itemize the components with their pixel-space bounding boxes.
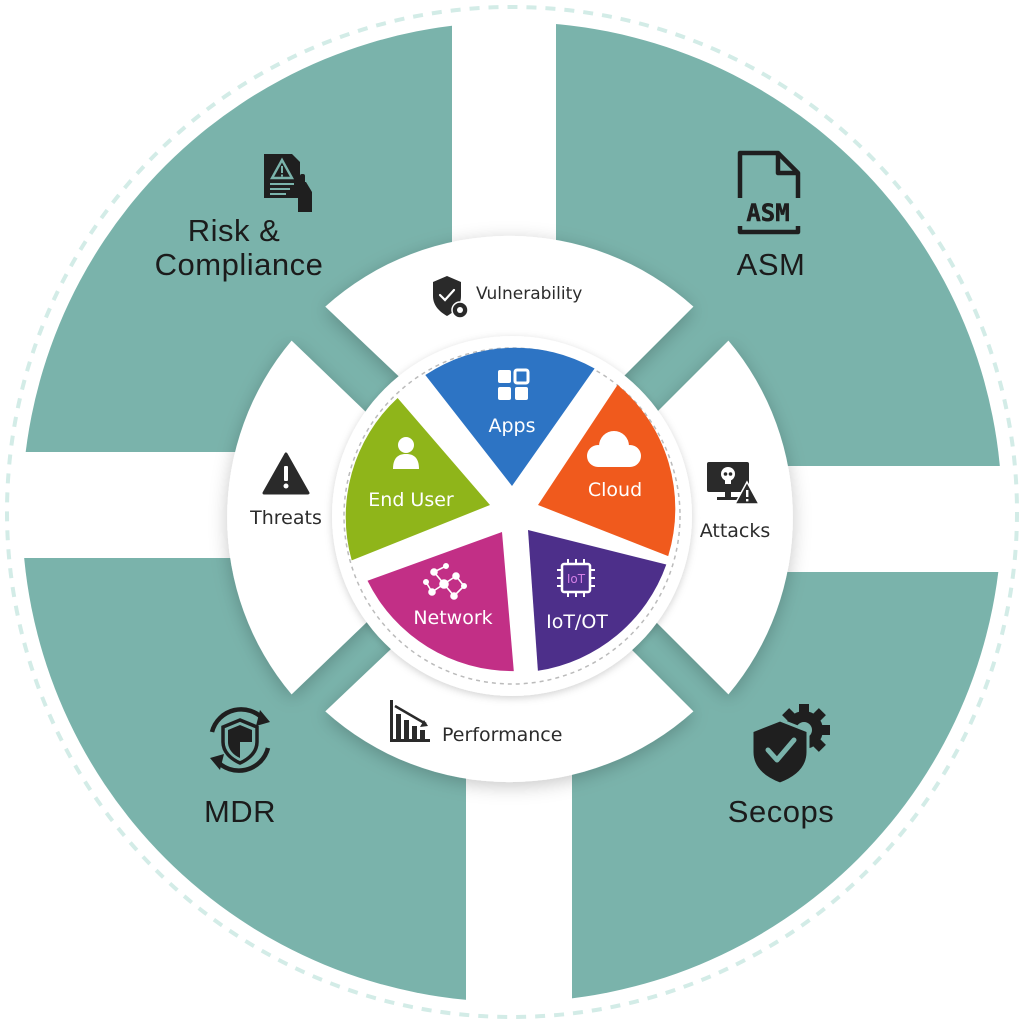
cloud-icon	[587, 431, 641, 467]
segment-apps	[425, 347, 595, 486]
shield-refresh-icon	[209, 707, 271, 773]
grid-apps-icon	[498, 368, 530, 400]
sector-threats	[227, 340, 394, 695]
segment-network	[367, 532, 514, 672]
shield-check-gear-icon	[433, 276, 469, 319]
network-nodes-icon	[422, 562, 467, 600]
risk-compliance-label-line1: Risk &	[188, 213, 281, 248]
user-icon	[393, 437, 419, 469]
secops-label: Secops	[728, 794, 834, 829]
cloud-label: Cloud	[588, 479, 642, 501]
end-user-label: End User	[368, 489, 454, 511]
performance-label: Performance	[442, 724, 562, 746]
declining-chart-icon	[390, 700, 430, 742]
vulnerability-label: Vulnerability	[476, 284, 582, 304]
attacks-label: Attacks	[700, 520, 771, 542]
risk-document-icon	[264, 154, 312, 212]
network-label: Network	[413, 607, 492, 629]
monitor-skull-icon	[707, 462, 761, 505]
warning-triangle-icon	[262, 452, 310, 495]
chip-text: IoT	[567, 572, 586, 586]
iot-label: IoT/OT	[546, 611, 608, 633]
segment-cloud	[538, 384, 676, 557]
svg-text:ASM: ASM	[746, 199, 789, 227]
chip-icon: IoT	[557, 559, 595, 597]
apps-label: Apps	[488, 415, 535, 437]
asm-label: ASM	[737, 247, 806, 282]
asm-file-icon: ASM	[730, 150, 806, 235]
threats-label: Threats	[249, 507, 322, 529]
outer-dashed-ring	[5, 5, 1019, 1019]
mdr-label: MDR	[204, 794, 276, 829]
sector-attacks	[630, 340, 793, 695]
inner-dashed-ring	[343, 347, 681, 685]
segment-end-user	[345, 398, 490, 561]
shield-gear-icon	[750, 704, 830, 786]
risk-compliance-label-line2: Compliance	[155, 247, 324, 282]
